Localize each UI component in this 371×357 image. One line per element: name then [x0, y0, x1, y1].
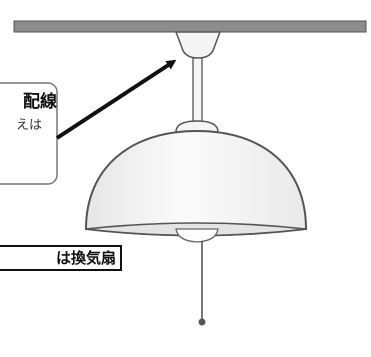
label-box: は換気扇	[0, 245, 122, 271]
callout-subtitle: えは	[15, 118, 42, 133]
suspension-rod	[192, 57, 203, 123]
callout-arrow	[55, 59, 177, 140]
label-text: は換気扇	[55, 249, 116, 267]
ceiling-canopy	[174, 31, 222, 59]
shade-cap	[175, 120, 219, 133]
callout-title: 配線	[23, 92, 57, 112]
ceiling-rail	[13, 20, 367, 33]
callout-box	[0, 82, 58, 185]
pull-cord-knob	[198, 318, 206, 326]
light-bulb	[175, 228, 219, 243]
lamp-shade	[84, 129, 308, 237]
